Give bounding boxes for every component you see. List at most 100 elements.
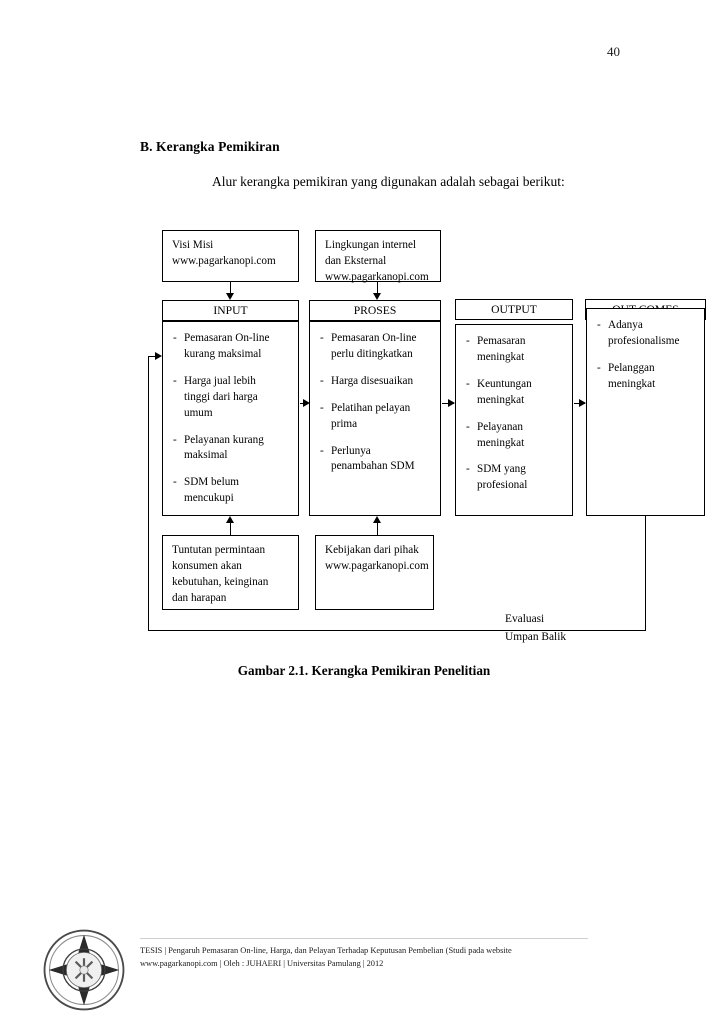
figure-caption: Gambar 2.1. Kerangka Pemikiran Penelitia… [237,663,491,678]
list-item-text: Adanya profesionalisme [608,318,696,350]
bullet-marker: - [320,332,324,344]
intro-paragraph: Alur kerangka pemikiran yang digunakan a… [212,174,565,189]
feedback-loop-right-segment [645,516,646,631]
column-body-input: - Pemasaran On-line kurang maksimal - Ha… [162,321,299,516]
list-item: - Pelanggan meningkat [597,361,696,393]
text-line: Harga jual lebih [184,374,256,387]
list-item-text: Pemasaran On-line perlu ditingkatkan [331,331,432,363]
box-visi-misi: Visi Misi www.pagarkanopi.com [162,230,299,282]
text-line: SDM yang [477,463,526,476]
footer-line: www.pagarkanopi.com | Oleh : JUHAERI | U… [140,959,384,969]
arrow-up-icon [373,516,381,523]
text-line: Pelanggan [608,361,655,374]
bullet-marker: - [320,374,324,387]
label-umpan-balik: Umpan Balik [505,631,567,643]
bullet-marker: - [466,463,470,476]
list-item: - Pemasaran On-line kurang maksimal [173,331,290,363]
column-header-proses: PROSES [309,300,441,321]
list-item-text: Harga disesuaikan [331,374,432,390]
arrow-right-icon [448,399,455,407]
list-item: - Pelayanan meningkat [466,420,564,452]
arrow-down-icon [373,293,381,300]
footer-divider [140,938,588,939]
list-item: - Perlunya penambahan SDM [320,444,432,476]
text-line: Harga disesuaikan [331,374,414,387]
text-line: profesionalisme [608,334,680,347]
list-item-text: Harga jual lebih tinggi dari harga umum [184,374,290,422]
feedback-loop-left-segment [148,356,149,631]
connector-lingkungan-to-proses [377,282,378,294]
university-seal-icon [43,929,125,1011]
text-line: Pelatihan pelayan [331,401,411,414]
box-lingkungan: Lingkungan internel dan Eksternal www.pa… [315,230,441,283]
list-item-text: Perlunya penambahan SDM [331,444,432,476]
text-line: profesional [477,479,528,492]
list-item: - Adanya profesionalisme [597,318,696,350]
list-item: - Pemasaran meningkat [466,334,564,366]
text-line: tinggi dari harga [184,390,258,403]
column-header-input: INPUT [162,300,299,321]
text-line: Perlunya [331,444,371,457]
list-item: - Pelayanan kurang maksimal [173,433,290,465]
box-line: www.pagarkanopi.com [325,270,429,283]
bullet-marker: - [173,433,177,446]
list-item: - Harga jual lebih tinggi dari harga umu… [173,374,290,422]
page-number: 40 [607,44,620,59]
box-line: Kebijakan dari pihak [325,544,419,556]
text-line: Pemasaran [477,335,526,347]
list-item-text: Pemasaran On-line kurang maksimal [184,331,290,363]
text-line: Pemasaran On-line [331,332,417,344]
box-line: Tuntutan permintaan [172,544,266,556]
text-line: meningkat [477,436,525,449]
column-body-out-comes: - Adanya profesionalisme - Pelanggan men… [586,308,705,516]
list-item-text: Pemasaran meningkat [477,334,564,366]
text-line: maksimal [184,449,228,462]
text-line: umum [184,406,213,419]
arrow-right-icon [303,399,310,407]
bullet-marker: - [466,420,470,433]
text-line: meningkat [477,393,525,406]
text-line: Pelayanan [477,420,523,433]
text-line: meningkat [477,350,525,363]
bullet-marker: - [597,319,601,331]
list-item-text: Keuntungan meningkat [477,377,564,409]
list-item-text: SDM yang profesional [477,462,564,494]
feedback-loop-bottom-segment [148,630,646,631]
arrow-right-icon [155,352,162,360]
bullet-marker: - [320,444,324,457]
box-line: dan harapan [172,591,227,604]
text-line: prima [331,417,358,430]
text-line: Pelayanan kurang [184,433,264,446]
section-heading: B. Kerangka Pemikiran [140,139,280,154]
box-line: Lingkungan internel [325,239,417,251]
bullet-marker: - [466,377,470,390]
box-line: www.pagarkanopi.com [325,559,429,572]
list-item: - Harga disesuaikan [320,374,432,390]
label-evaluasi: Evaluasi [505,613,545,625]
box-line: konsumen akan [172,559,242,572]
list-item-text: Pelayanan kurang maksimal [184,433,290,465]
text-line: meningkat [608,377,656,390]
footer-text: TESIS | Pengaruh Pemasaran On-line, Harg… [140,944,600,971]
list-item-text: Pelayanan meningkat [477,420,564,452]
connector-tuntutan-to-input [230,522,231,535]
box-line: www.pagarkanopi.com [172,254,276,267]
list-item: - Pelatihan pelayan prima [320,401,432,433]
column-body-output: - Pemasaran meningkat - Keuntungan menin… [455,324,573,516]
arrow-down-icon [226,293,234,300]
bullet-marker: - [173,374,177,387]
feedback-loop-into-input [148,356,158,357]
box-line: Visi Misi [172,239,214,251]
box-kebijakan: Kebijakan dari pihak www.pagarkanopi.com [315,535,434,610]
bullet-marker: - [173,476,177,489]
text-line: SDM belum [184,476,240,489]
list-item: - SDM belum mencukupi [173,475,290,507]
text-line: penambahan SDM [331,460,415,473]
box-line: dan Eksternal [325,254,387,267]
bullet-marker: - [173,332,177,344]
bullet-marker: - [320,401,324,414]
list-item: - SDM yang profesional [466,462,564,494]
connector-visi-to-input [230,282,231,294]
bullet-marker: - [597,361,601,374]
bullet-marker: - [466,335,470,347]
